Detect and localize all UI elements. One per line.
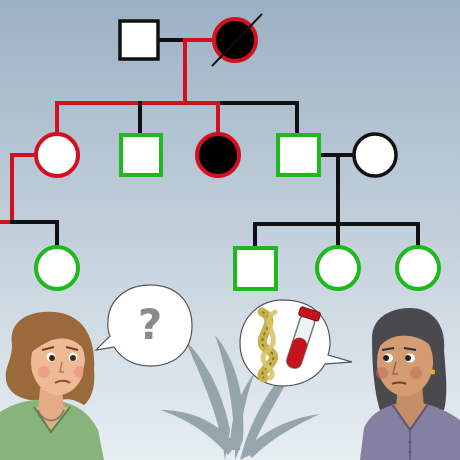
gen3-female-tested-right bbox=[395, 245, 441, 291]
left-woman bbox=[0, 311, 104, 460]
speech-bubble-left: ? bbox=[94, 284, 193, 367]
pedigree-symbols bbox=[34, 13, 441, 291]
left-woman-bangs bbox=[27, 321, 90, 356]
gen1-deceased-slash bbox=[211, 13, 263, 67]
dna-strand-icon bbox=[257, 307, 278, 383]
gen2-male-tested bbox=[119, 133, 163, 177]
question-mark-icon: ? bbox=[138, 300, 162, 349]
gen3-male-tested bbox=[233, 246, 278, 291]
right-woman bbox=[360, 308, 460, 460]
gen1-male-unaffected bbox=[118, 19, 160, 61]
gen2-male-tested-right bbox=[276, 133, 321, 177]
right-woman-face bbox=[377, 328, 433, 396]
blood-test-tube-icon bbox=[286, 306, 321, 369]
gen2-female-red-outline bbox=[34, 132, 80, 178]
gen3-female-tested-mid bbox=[315, 245, 361, 291]
speech-bubble-right bbox=[239, 299, 353, 387]
gen1-female-affected bbox=[212, 17, 258, 63]
gen2-female-affected bbox=[195, 132, 241, 178]
pedigree-lines bbox=[0, 38, 420, 250]
right-woman-bangs bbox=[375, 317, 440, 356]
gen3-female-tested-left bbox=[34, 245, 80, 291]
right-woman-earring bbox=[430, 369, 436, 375]
left-woman-face bbox=[31, 329, 85, 395]
gen2-female-spouse bbox=[352, 132, 398, 178]
